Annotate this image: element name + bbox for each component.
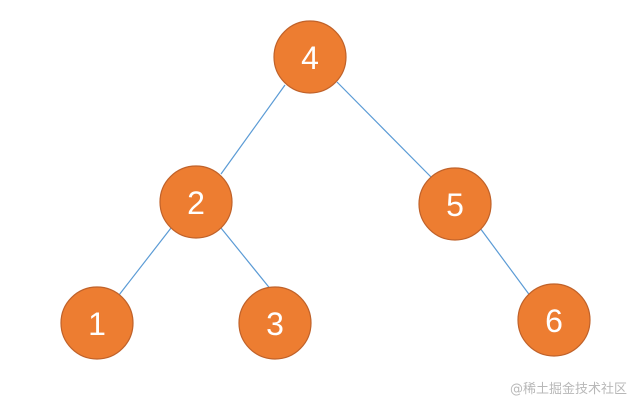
tree-node-6: 6 — [517, 283, 591, 357]
edge-2-1 — [118, 227, 172, 296]
tree-node-4: 4 — [273, 20, 347, 94]
node-circle — [517, 283, 591, 357]
node-circle — [159, 165, 233, 239]
node-label: 1 — [88, 306, 106, 342]
node-label: 2 — [187, 185, 205, 221]
node-circle — [418, 167, 492, 241]
edges-layer — [118, 81, 532, 298]
edge-4-2 — [220, 84, 286, 175]
node-circle — [273, 20, 347, 94]
node-circle — [238, 286, 312, 360]
nodes-layer: 4 2 5 1 3 6 — [60, 20, 591, 360]
node-circle — [60, 286, 134, 360]
node-label: 4 — [301, 40, 319, 76]
edge-4-5 — [336, 81, 433, 179]
tree-node-3: 3 — [238, 286, 312, 360]
edge-2-3 — [220, 227, 273, 292]
node-label: 6 — [545, 303, 563, 339]
tree-node-1: 1 — [60, 286, 134, 360]
tree-node-2: 2 — [159, 165, 233, 239]
node-label: 3 — [266, 306, 284, 342]
tree-node-5: 5 — [418, 167, 492, 241]
node-label: 5 — [446, 187, 464, 223]
watermark-text: @稀土掘金技术社区 — [509, 382, 627, 397]
edge-5-6 — [479, 227, 532, 298]
